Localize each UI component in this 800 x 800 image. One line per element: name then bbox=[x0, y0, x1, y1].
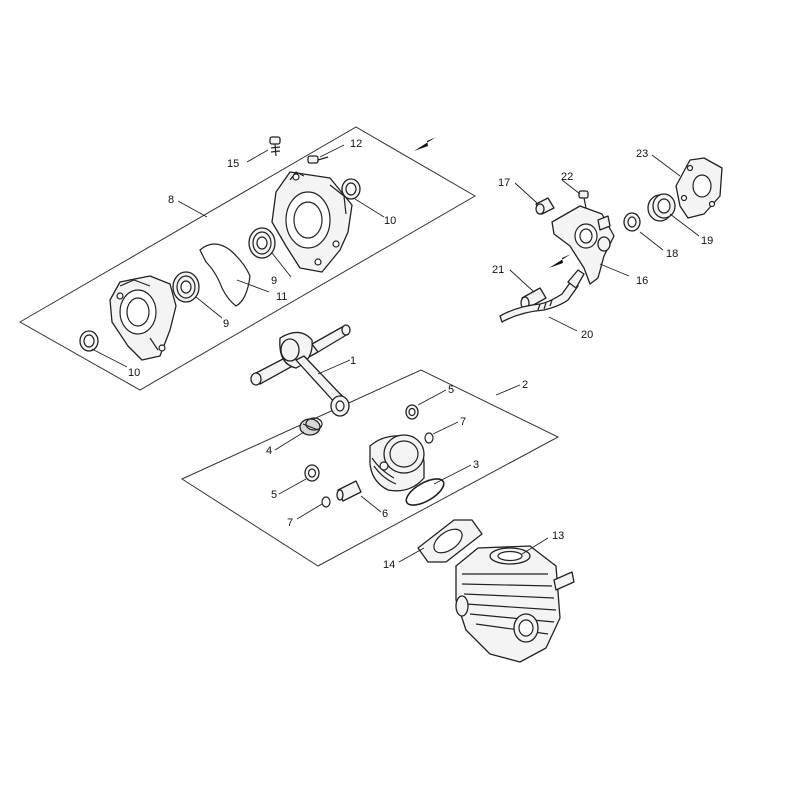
callout-9-lower: 9 bbox=[223, 318, 229, 330]
callout-16: 16 bbox=[636, 275, 648, 287]
screw-part-12 bbox=[307, 155, 329, 164]
crankcase-left-half bbox=[109, 275, 177, 361]
washer-part-18 bbox=[623, 212, 641, 232]
circlip-part-7-lower bbox=[321, 496, 331, 508]
washer-part-5-lower bbox=[304, 464, 320, 482]
callout-20: 20 bbox=[581, 329, 593, 341]
callout-22: 22 bbox=[561, 171, 573, 183]
bearing-part-9-upper bbox=[248, 227, 276, 259]
callout-3: 3 bbox=[473, 459, 479, 471]
callout-10-upper: 10 bbox=[384, 215, 396, 227]
callout-11: 11 bbox=[276, 291, 287, 303]
callout-15: 15 bbox=[227, 158, 239, 170]
callout-10-lower: 10 bbox=[128, 367, 140, 379]
crankcase-group-outline bbox=[18, 126, 476, 391]
cylinder-part-13 bbox=[455, 545, 575, 663]
oil-pump-plug-part-17 bbox=[535, 197, 555, 215]
callout-4: 4 bbox=[266, 445, 272, 457]
callout-5-upper: 5 bbox=[448, 384, 454, 396]
screw-part-15 bbox=[269, 136, 281, 157]
piston bbox=[369, 434, 425, 492]
crankshaft-part-1 bbox=[250, 324, 351, 417]
callout-7-upper: 7 bbox=[460, 416, 466, 428]
piston-pin-part-6 bbox=[336, 480, 362, 502]
circlip-part-7-upper bbox=[424, 432, 434, 444]
callout-17: 17 bbox=[498, 177, 510, 189]
needle-bearing-part-4 bbox=[299, 417, 323, 436]
washer-part-5-upper bbox=[405, 404, 419, 420]
callout-6: 6 bbox=[382, 508, 388, 520]
oil-hose-part-20 bbox=[499, 269, 585, 323]
callout-18: 18 bbox=[666, 248, 678, 260]
callout-23: 23 bbox=[636, 148, 648, 160]
screw-part-22 bbox=[578, 190, 589, 209]
crankcase-right-half bbox=[271, 171, 353, 273]
callout-12: 12 bbox=[350, 138, 362, 150]
worm-gear-part-19 bbox=[647, 193, 676, 222]
bearing-part-9-lower bbox=[172, 271, 200, 303]
gasket-part-11 bbox=[199, 243, 251, 307]
callout-19: 19 bbox=[701, 235, 713, 247]
direction-arrow-oilpump bbox=[549, 254, 571, 268]
leader-lines bbox=[91, 144, 700, 563]
seal-part-10-upper bbox=[341, 178, 361, 200]
direction-arrow-top bbox=[414, 137, 436, 151]
oil-pump-body-part-16 bbox=[551, 205, 615, 285]
callout-13: 13 bbox=[552, 530, 564, 542]
callout-7-lower: 7 bbox=[287, 517, 293, 529]
piston-ring-part-3 bbox=[405, 478, 445, 506]
callout-14: 14 bbox=[383, 559, 395, 571]
callout-5-lower: 5 bbox=[271, 489, 277, 501]
seal-part-10-lower bbox=[79, 330, 99, 352]
callout-9-upper: 9 bbox=[271, 275, 277, 287]
callout-2: 2 bbox=[522, 379, 528, 391]
callout-21: 21 bbox=[492, 264, 504, 276]
callout-1: 1 bbox=[350, 355, 356, 367]
callout-8: 8 bbox=[168, 194, 174, 206]
cylinder-gasket-part-14 bbox=[417, 519, 483, 563]
cover-plate-part-23 bbox=[675, 157, 723, 219]
